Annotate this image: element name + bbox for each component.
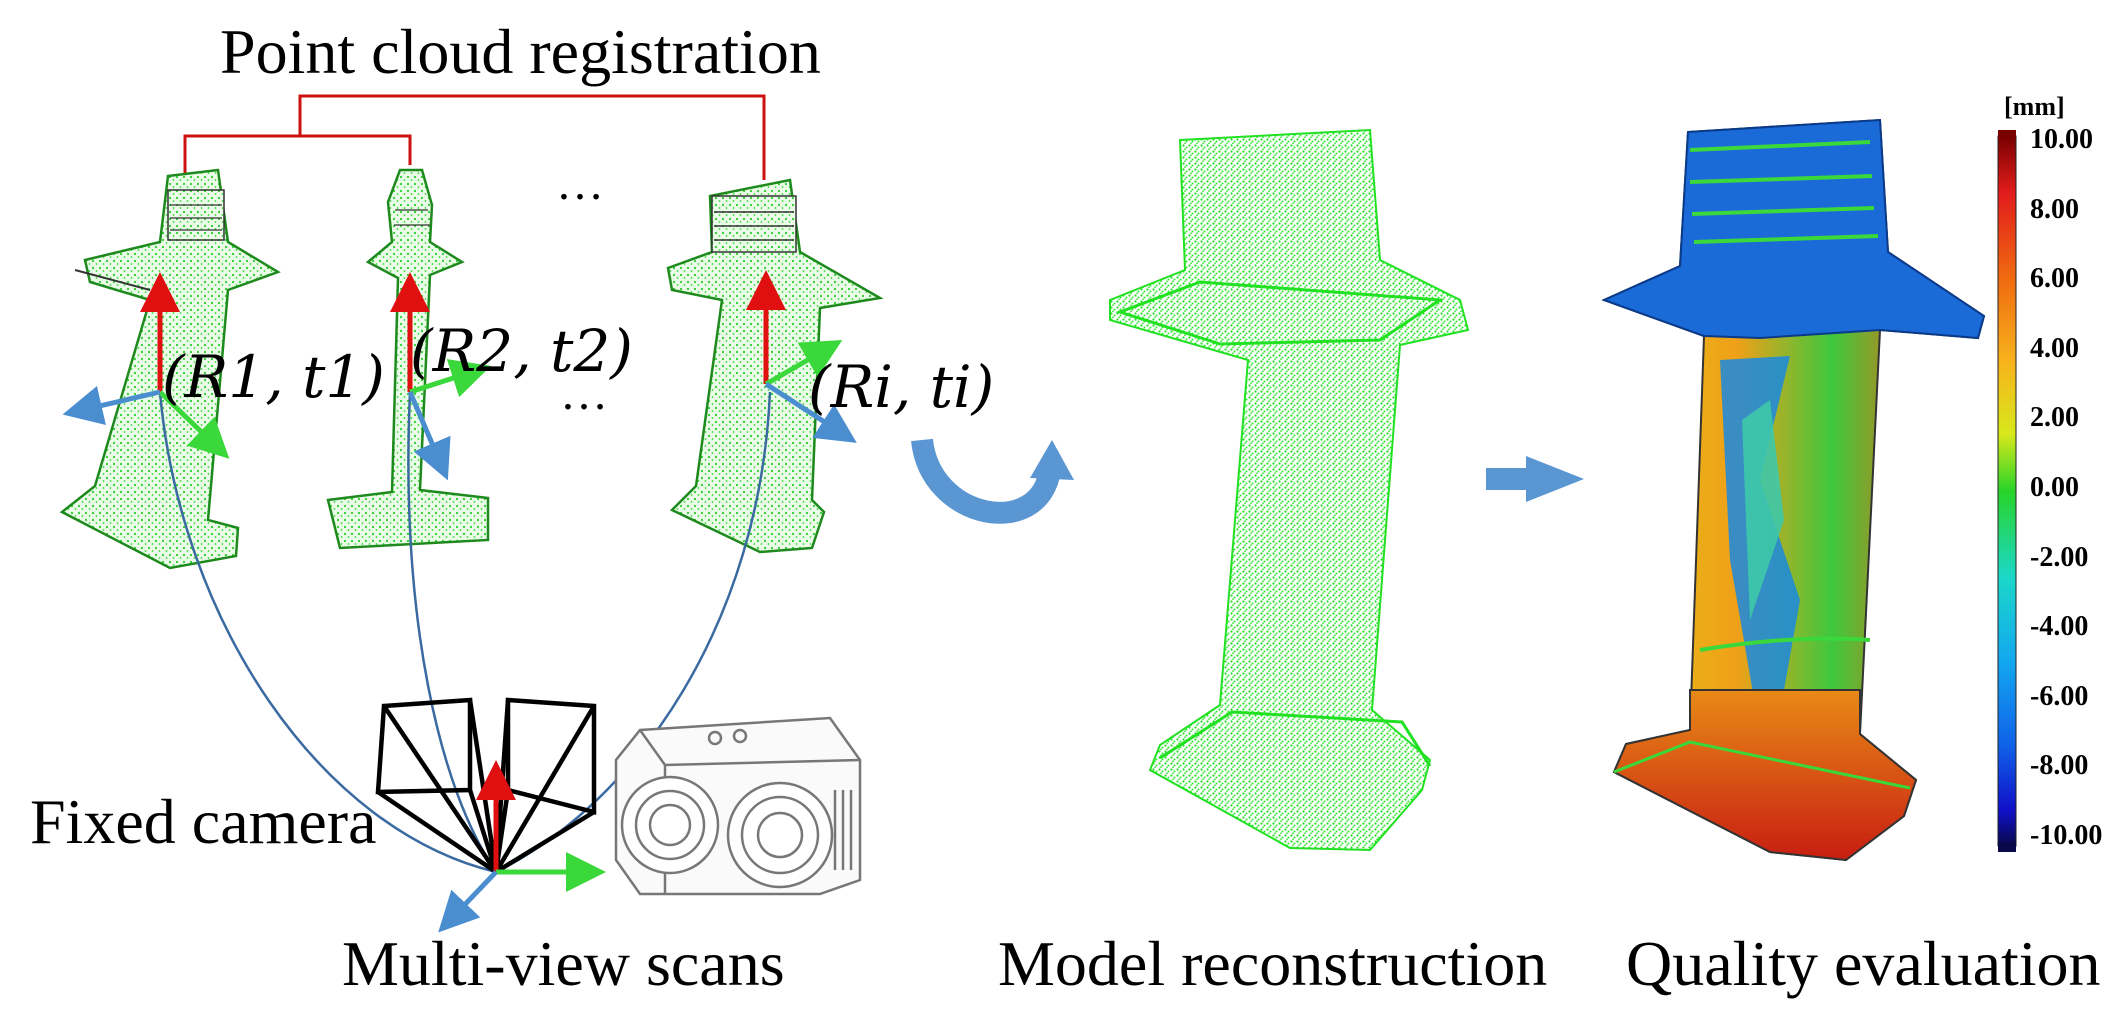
flow-arrow (1486, 456, 1584, 502)
colorbar (1997, 130, 2017, 852)
reconstructed-point-cloud (1109, 128, 1470, 852)
colorbar-tick-label: -10.00 (2030, 820, 2103, 851)
colorbar-tick-label: -6.00 (2030, 680, 2089, 712)
quality-heatmap-blade (1601, 118, 1986, 862)
pose-label-i: (Ri, ti) (808, 353, 995, 421)
colorbar-tick-label: 10.00 (2030, 124, 2093, 155)
colorbar-tick-label: 8.00 (2030, 193, 2079, 225)
colorbar-tick-label: 2.00 (2030, 402, 2079, 434)
fixed-camera-caption: Fixed camera (30, 786, 377, 857)
model-reconstruction-caption: Model reconstruction (998, 928, 1548, 999)
colorbar-tick-label: -8.00 (2030, 750, 2089, 782)
ellipsis-top: … (556, 157, 604, 210)
colorbar-tick-label: -4.00 (2030, 611, 2089, 643)
pose-axes-2 (390, 272, 492, 481)
colorbar-tick-label: 6.00 (2030, 263, 2079, 295)
colorbar-tick-label: 0.00 (2030, 472, 2079, 503)
stereo-camera-icon (614, 716, 862, 896)
blade-scan-1 (59, 168, 281, 570)
camera-axes (438, 760, 606, 933)
colorbar-tick-label: 4.00 (2030, 332, 2079, 364)
pose-label-1: (R1, t1) (162, 343, 385, 411)
colorbar-unit: [mm] (2004, 92, 2065, 121)
colorbar-tick-label: -2.00 (2030, 541, 2089, 573)
quality-evaluation-caption: Quality evaluation (1626, 928, 2101, 999)
registration-bracket (183, 94, 766, 180)
ellipsis-middle: … (560, 367, 608, 420)
pose-label-2: (R2, t2) (410, 317, 633, 385)
pose-axes-1 (62, 272, 230, 459)
pose-axes-i (746, 270, 857, 443)
blade-scan-i (666, 178, 884, 554)
camera-frustum (375, 697, 597, 874)
multi-view-caption: Multi-view scans (342, 928, 785, 999)
rotation-arrow (911, 438, 1074, 524)
registration-caption: Point cloud registration (220, 16, 821, 87)
